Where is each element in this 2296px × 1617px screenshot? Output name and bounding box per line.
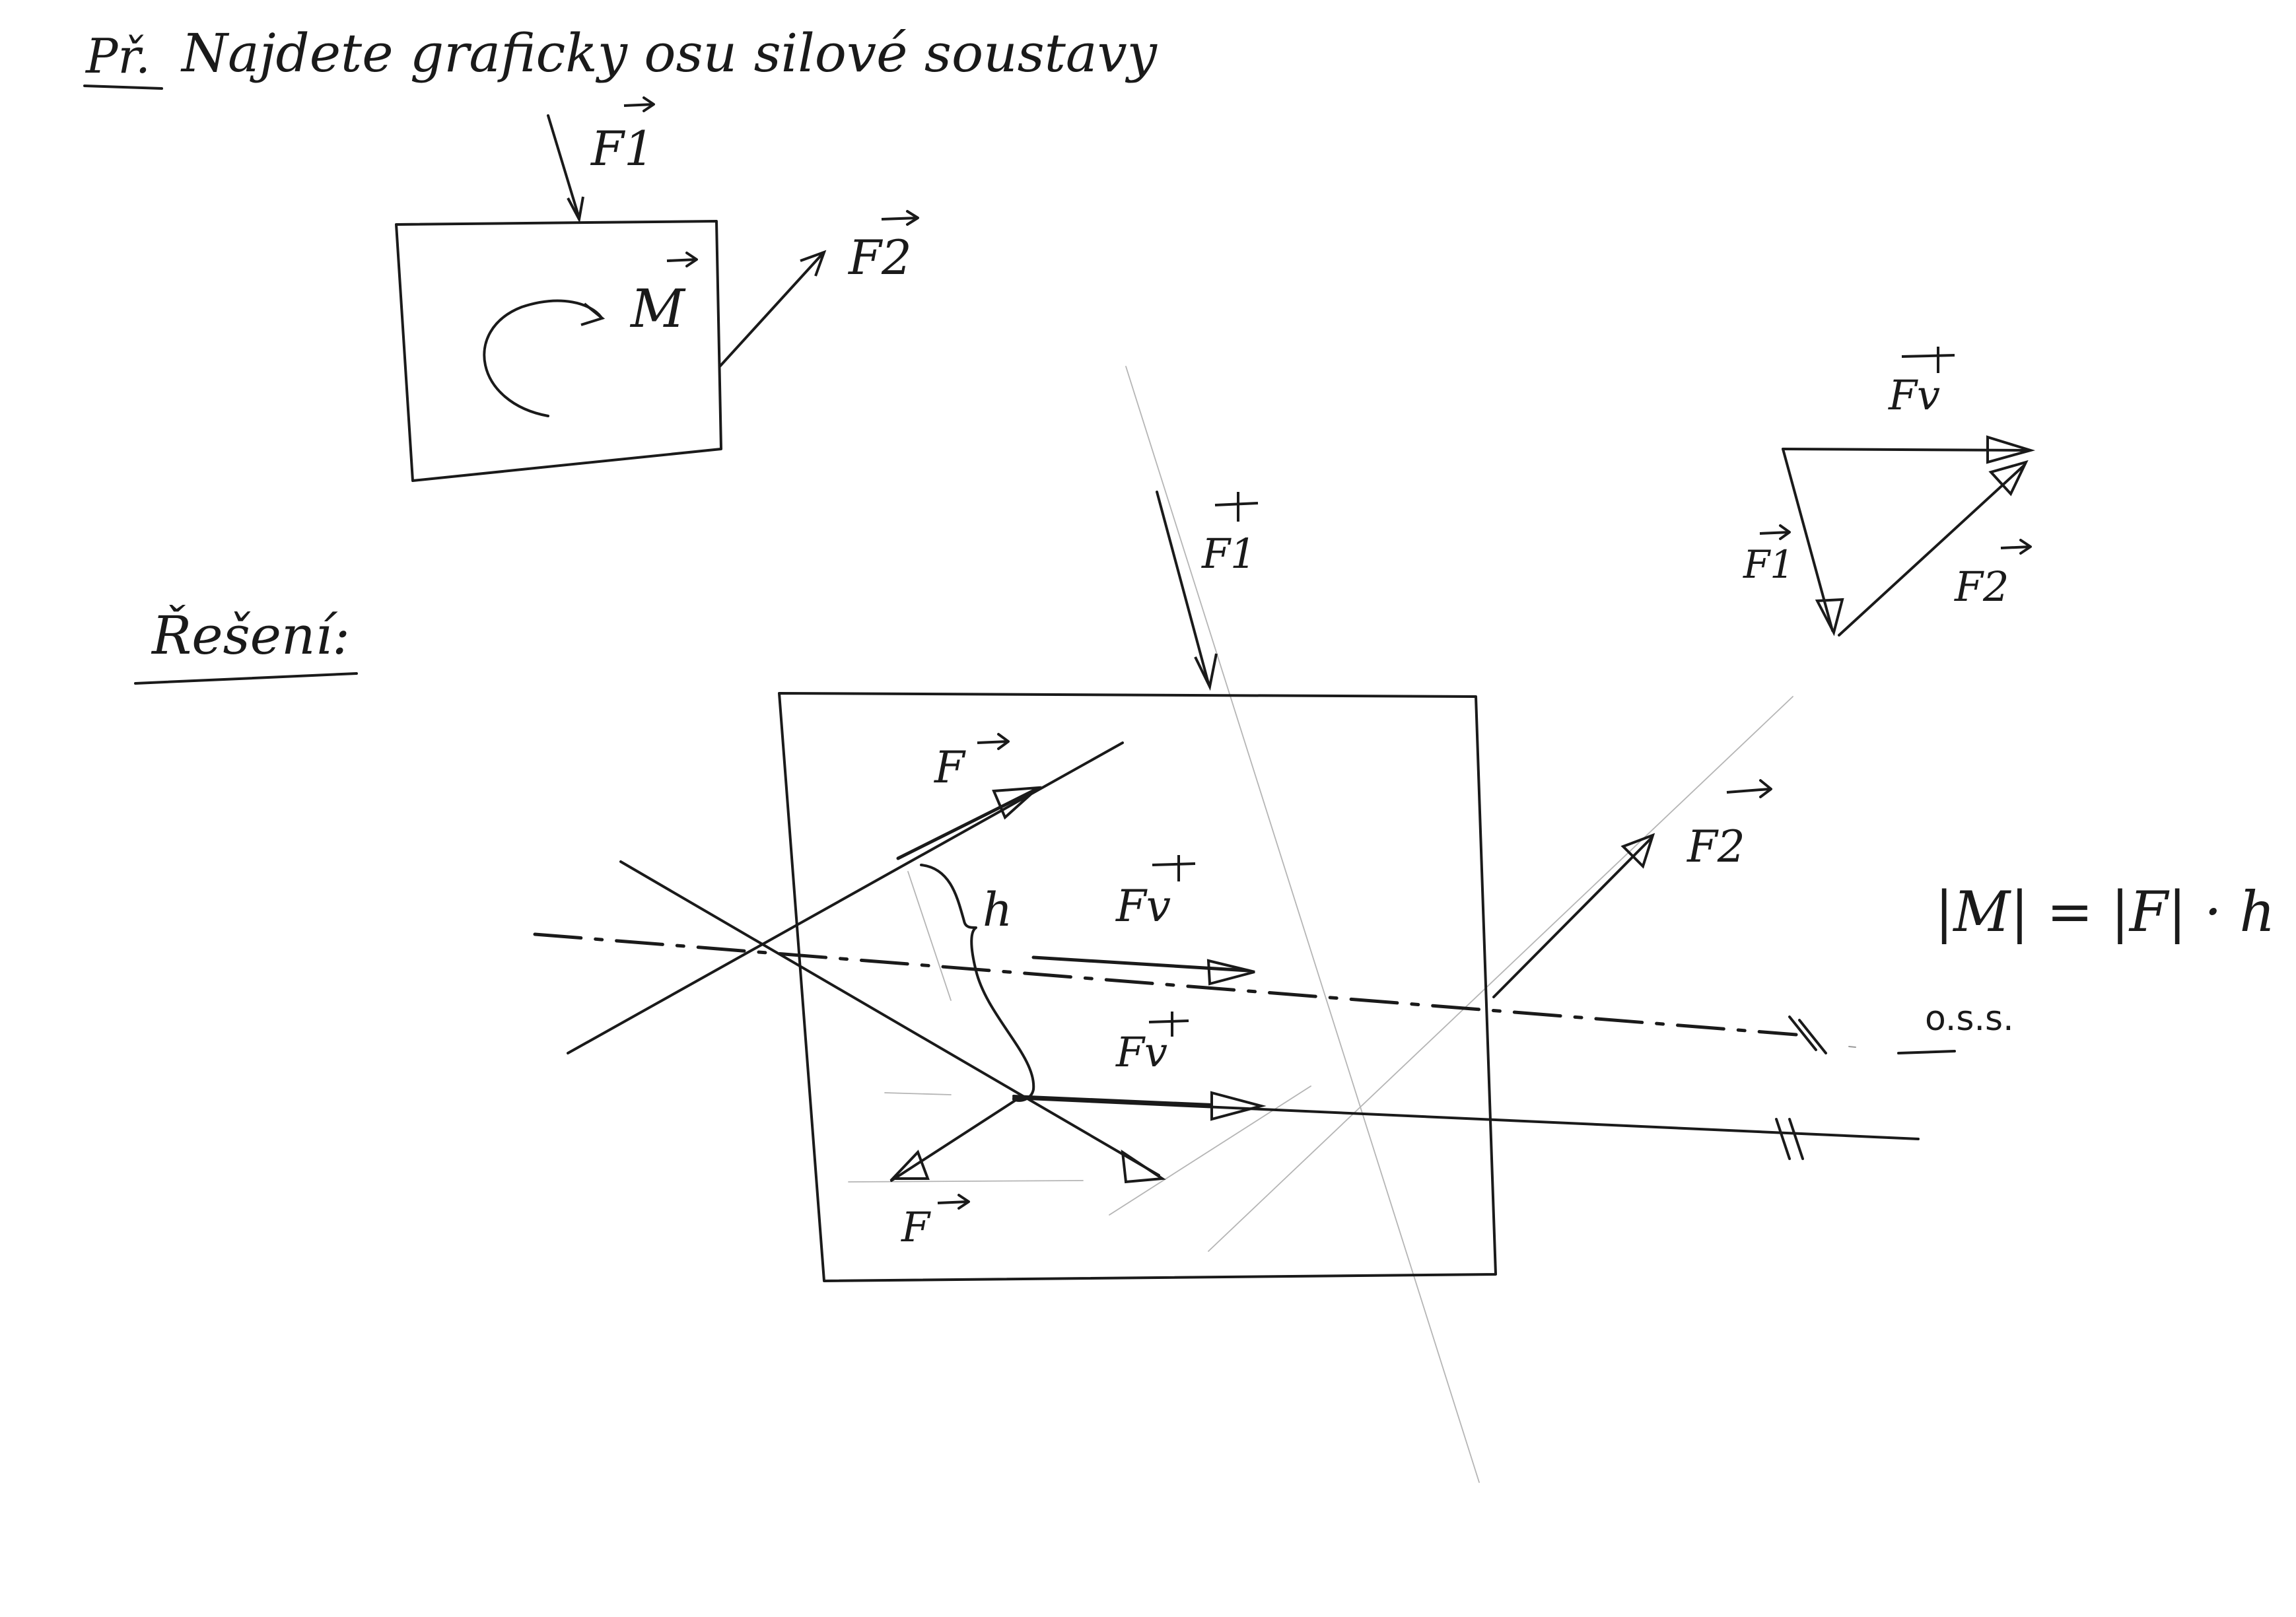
label-fv-upper-text: Fv xyxy=(1115,881,1171,932)
label-moment-top-text: M xyxy=(629,278,686,339)
label-fv-upper: Fv xyxy=(1115,855,1196,932)
construction-line-f2 xyxy=(1208,696,1793,1252)
force-polygon: Fv F1 F2 xyxy=(1743,347,2036,636)
label-f-lower: F xyxy=(901,1194,970,1251)
arm-brace xyxy=(920,864,1035,1102)
label-f-lower-text: F xyxy=(901,1203,931,1251)
solution-heading: Řešení: xyxy=(134,604,358,685)
moment-arc xyxy=(483,299,602,417)
label-f2-top: F2 xyxy=(847,210,919,285)
label-fv-polygon: Fv xyxy=(1888,347,1955,419)
solution-heading-text: Řešení: xyxy=(151,604,350,666)
construction-line-f1 xyxy=(1125,366,1480,1483)
label-f2-main: F2 xyxy=(1687,779,1772,872)
moment-equation: |M| = |F| · h xyxy=(1935,879,2275,944)
label-fv-lower: Fv xyxy=(1115,1012,1189,1076)
label-arm-h: h xyxy=(983,883,1012,937)
label-f-upper: F xyxy=(934,733,1010,793)
label-f2-polygon-text: F2 xyxy=(1954,563,2009,611)
label-f1-main: F1 xyxy=(1201,492,1259,578)
label-f2-polygon: F2 xyxy=(1954,539,2032,611)
label-f2-main-text: F2 xyxy=(1687,821,1745,872)
label-moment-top: M xyxy=(629,252,698,339)
label-f2-top-text: F2 xyxy=(847,230,912,285)
label-fv-lower-text: Fv xyxy=(1115,1028,1167,1076)
axis-label-text: o.s.s. xyxy=(1925,999,2014,1039)
body-box-large xyxy=(778,692,1497,1282)
problem-sketch: F1 M F2 xyxy=(395,96,919,482)
problem-statement: Najdete graficky osu silové soustavy xyxy=(180,22,1158,84)
axis-label: o.s.s. xyxy=(1897,999,2014,1054)
label-fv-polygon-text: Fv xyxy=(1888,371,1940,419)
label-f1-top-text: F1 xyxy=(590,121,654,176)
moment-equation-text: |M| = |F| · h xyxy=(1935,879,2275,944)
resultant-line-lower xyxy=(1012,1097,1920,1140)
label-f-upper-text: F xyxy=(934,742,966,793)
problem-header: Př. Najdete graficky osu silové soustavy xyxy=(83,22,1158,90)
label-f1-main-text: F1 xyxy=(1201,530,1256,578)
body-box-small xyxy=(395,220,722,482)
label-f1-polygon-text: F1 xyxy=(1743,542,1794,587)
problem-prefix: Př. xyxy=(85,28,151,84)
label-f1-polygon: F1 xyxy=(1743,524,1794,587)
label-f1-top: F1 xyxy=(590,96,655,176)
solution-sketch: F1 F2 F F h xyxy=(533,366,2275,1483)
axis-line-dashed xyxy=(533,932,1798,1037)
